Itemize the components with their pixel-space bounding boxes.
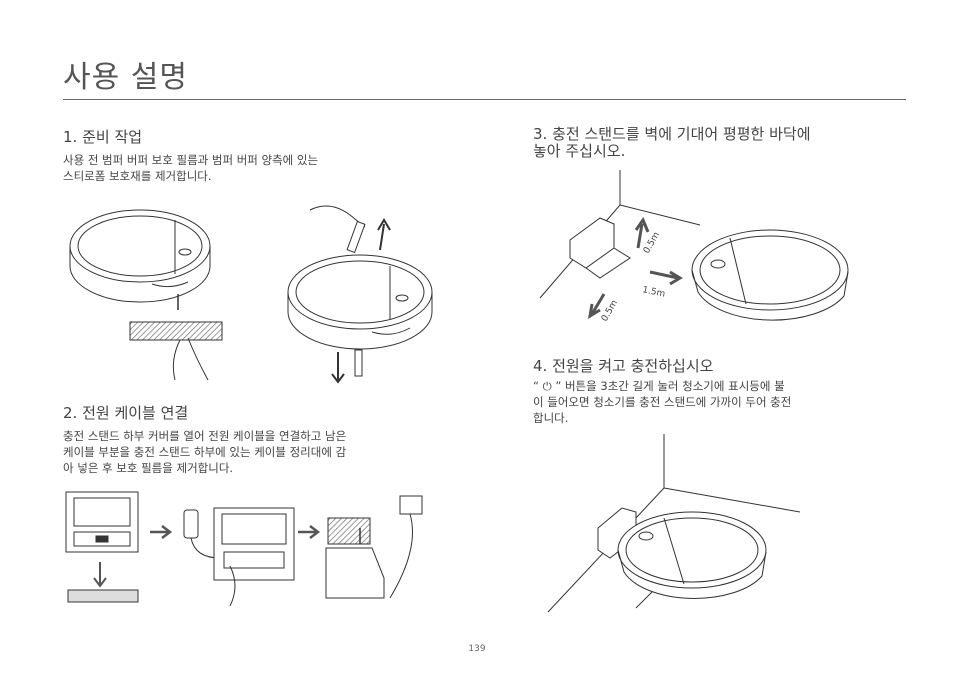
section-4-body-line-3: 합니다. [533, 411, 569, 425]
charging-dock-icon [569, 217, 631, 279]
robot-vacuum-icon [69, 209, 211, 303]
robot-vacuum-icon [287, 254, 433, 350]
section-1-heading: 1. 준비 작업 [63, 128, 143, 146]
arrow-icon [634, 216, 650, 249]
arrow-icon [93, 562, 107, 588]
arrow-icon [331, 352, 345, 384]
section-2-heading: 2. 전원 케이블 연결 [63, 404, 189, 422]
page-number: 139 [468, 644, 486, 654]
section-2-body-line-2: 케이블 부분을 충전 스탠드 하부에 있는 케이블 정리대에 감 [63, 445, 347, 459]
power-plug-icon [389, 495, 423, 599]
hand-icon [229, 565, 236, 607]
section-3-heading-line-1: 3. 충전 스탠드를 벽에 기대어 평평한 바닥에 [533, 125, 811, 143]
robot-vacuum-icon [691, 229, 849, 321]
arrow-icon [587, 293, 606, 319]
clearance-label-bottom: 0.5m [600, 299, 620, 324]
wall-floor-line [663, 487, 801, 513]
title-divider [63, 99, 906, 100]
robot-vacuum-icon [617, 511, 767, 599]
section-2-illustration [65, 491, 423, 607]
section-4-body-line-2: 이 들어오면 청소기를 충전 스탠드에 가까이 두어 충전 [533, 395, 792, 409]
section-2-body-line-3: 아 넣은 후 보호 필름을 제거합니다. [63, 461, 234, 475]
hand-icon [172, 337, 209, 381]
arrow-icon [298, 525, 321, 539]
section-4-body-line-1: “ ⏻ ” 버튼을 3초간 길게 눌러 청소기에 표시등에 불 [533, 379, 785, 393]
charging-dock-icon [65, 491, 139, 553]
clearance-label-top: 0.5m [642, 231, 662, 256]
section-4-illustration [547, 434, 801, 613]
arrow-icon [377, 218, 391, 251]
hand-icon [309, 205, 366, 228]
charging-dock-icon [183, 507, 295, 581]
section-2-body-line-1: 충전 스탠드 하부 커버를 열어 전원 케이블을 연결하고 남은 [63, 429, 347, 443]
section-4-heading: 4. 전원을 켜고 충전하십시오 [533, 357, 714, 375]
section-3-illustration: 0.5m 1.5m 0.5m [539, 170, 849, 324]
section-3-heading: 3. 충전 스탠드를 벽에 기대어 평평한 바닥에 놓아 주십시오. [533, 126, 811, 160]
section-1-illustration [69, 205, 433, 384]
arrow-icon [150, 525, 173, 539]
section-2-body: 충전 스탠드 하부 커버를 열어 전원 케이블을 연결하고 남은 케이블 부분을… [63, 428, 346, 476]
section-1-body-line-2: 스티로폼 보호재를 제거합니다. [63, 169, 212, 183]
section-1-body-line-1: 사용 전 범퍼 버퍼 보호 필름과 범퍼 버퍼 양측에 있는 [63, 153, 319, 167]
bumper-film [129, 321, 223, 341]
charging-dock-icon [325, 517, 385, 599]
section-3-heading-line-2: 놓아 주십시오. [533, 142, 626, 160]
page-title: 사용 설명 [63, 60, 188, 95]
section-1-body: 사용 전 범퍼 버퍼 보호 필름과 범퍼 버퍼 양측에 있는 스티로폼 보호재를… [63, 152, 318, 184]
section-4-body: “ ⏻ ” 버튼을 3초간 길게 눌러 청소기에 표시등에 불 이 들어오면 청… [533, 378, 791, 426]
arrow-icon [649, 270, 683, 286]
clearance-label-front: 1.5m [641, 285, 666, 300]
wall-floor-line [619, 204, 701, 226]
